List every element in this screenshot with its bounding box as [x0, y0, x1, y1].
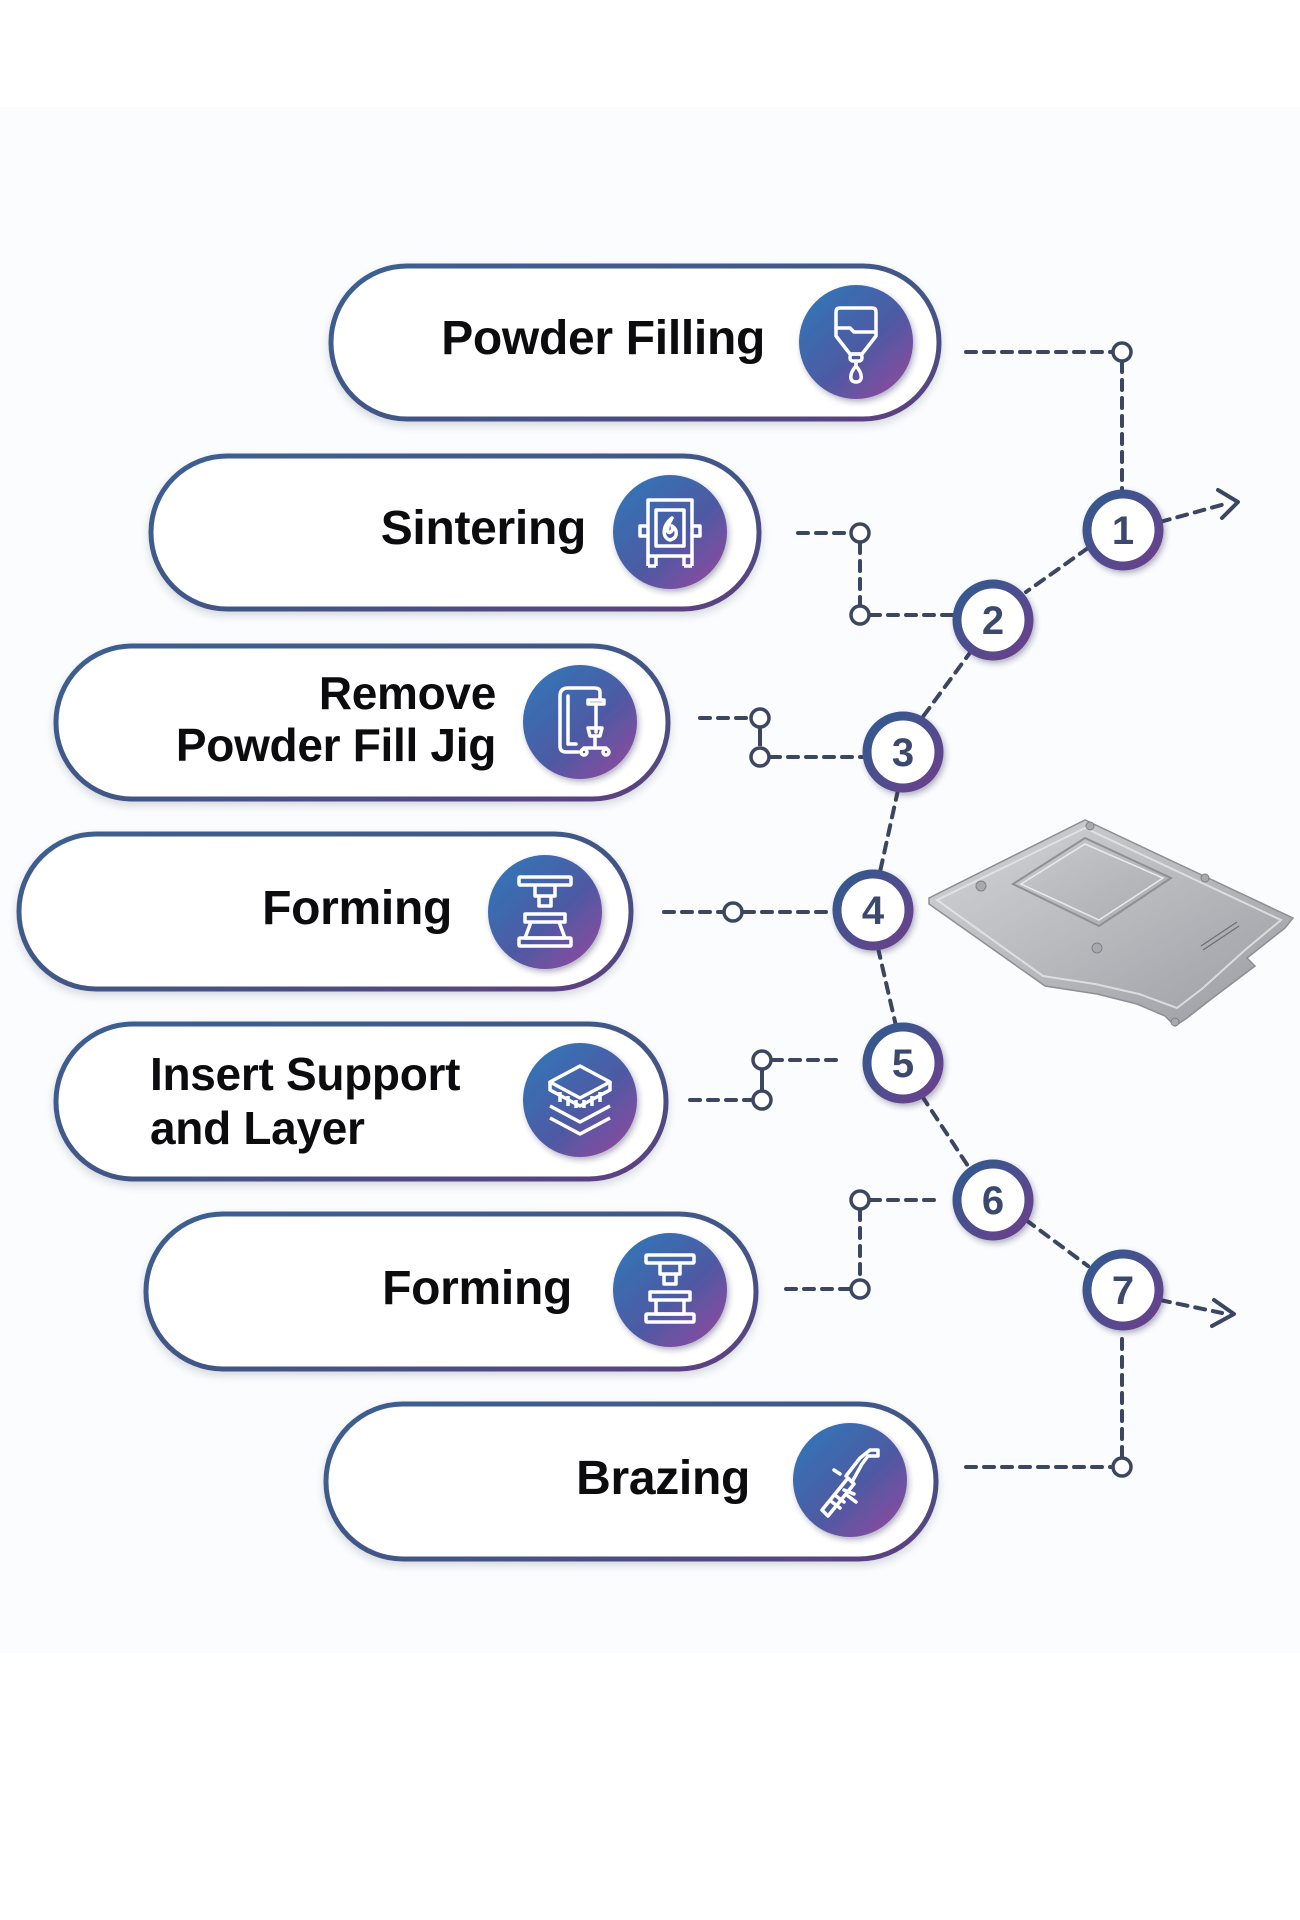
hub-node [849, 522, 871, 544]
hub-node [1111, 1456, 1133, 1478]
sequence-3-4 [878, 788, 900, 874]
step-number-4: 4 [832, 869, 914, 951]
step-number-2: 2 [952, 579, 1034, 661]
step-number-3: 3 [862, 711, 944, 793]
hub-node [849, 1278, 871, 1300]
step-label-6: Forming [190, 1262, 572, 1316]
step-label-5-line-2: and Layer [150, 1102, 365, 1154]
sequence-1-2 [1024, 546, 1090, 594]
step-label-5: Insert Support and Layer [150, 1047, 550, 1155]
hub-node [751, 1089, 773, 1111]
step-number-6-label: 6 [982, 1179, 1004, 1223]
step-label-3-line-1: Remove [318, 667, 496, 719]
step-pill-1 [328, 263, 942, 422]
step-number-7-label: 7 [1112, 1269, 1134, 1313]
sequence-4-5 [876, 946, 898, 1028]
arrow-out-7-line [1158, 1298, 1224, 1315]
arrow-right-icon [1216, 488, 1240, 520]
step-label-6-text: Forming [382, 1262, 572, 1315]
metal-cold-plate-image [928, 819, 1295, 1027]
step-label-1: Powder Filling [360, 312, 765, 366]
step-pill-5 [53, 1021, 669, 1182]
brazing-torch-icon [788, 1418, 912, 1542]
step-number-2-label: 2 [982, 599, 1004, 643]
step-number-3-label: 3 [892, 731, 914, 775]
arrow-right-icon [1210, 1298, 1236, 1328]
sequence-5-6 [920, 1094, 970, 1168]
sequence-2-3 [920, 648, 974, 720]
step-pill-3 [53, 643, 671, 802]
step-label-2: Sintering [200, 502, 587, 556]
furnace-flame-icon [608, 470, 732, 594]
step-number-6: 6 [952, 1159, 1034, 1241]
press-icon [608, 1228, 732, 1352]
step-number-7: 7 [1082, 1249, 1164, 1331]
step-pill-6 [143, 1211, 759, 1372]
step-label-4-text: Forming [262, 882, 452, 935]
hub-node [751, 1049, 773, 1071]
step-number-1-label: 1 [1112, 509, 1134, 553]
press-icon [483, 850, 607, 974]
step-number-4-label: 4 [862, 889, 885, 933]
connector-lines [662, 350, 1227, 1469]
hub-node [749, 746, 771, 768]
step-label-7: Brazing [370, 1452, 750, 1506]
step-label-5-line-1: Insert Support [150, 1048, 461, 1100]
powder-funnel-icon [794, 280, 918, 404]
step-label-1-text: Powder Filling [441, 312, 765, 365]
sequence-6-7 [1024, 1218, 1090, 1268]
step-number-badges: 1 2 3 4 5 6 7 [832, 489, 1164, 1331]
hub-node [849, 604, 871, 626]
arrow-out-1-line [1158, 502, 1227, 524]
step-label-3: Remove Powder Fill Jig [100, 667, 496, 771]
hub-stems [758, 728, 764, 1090]
step-pill-2 [148, 453, 762, 612]
step-label-3-line-2: Powder Fill Jig [175, 719, 496, 771]
c-clamp-icon [518, 660, 642, 784]
layers-icon [518, 1038, 642, 1162]
step-pill-4 [16, 831, 634, 992]
hub-node [749, 707, 771, 729]
step-number-5-label: 5 [892, 1042, 914, 1086]
hub-node [849, 1189, 871, 1211]
step-number-5: 5 [862, 1022, 944, 1104]
hub-node [1111, 341, 1133, 363]
connector-hubs [722, 341, 1133, 1478]
step-number-1: 1 [1082, 489, 1164, 571]
step-label-4: Forming [60, 882, 452, 936]
step-label-2-text: Sintering [380, 502, 587, 555]
hub-node [722, 901, 744, 923]
step-pill-7 [323, 1401, 939, 1562]
step-label-7-text: Brazing [576, 1452, 750, 1505]
